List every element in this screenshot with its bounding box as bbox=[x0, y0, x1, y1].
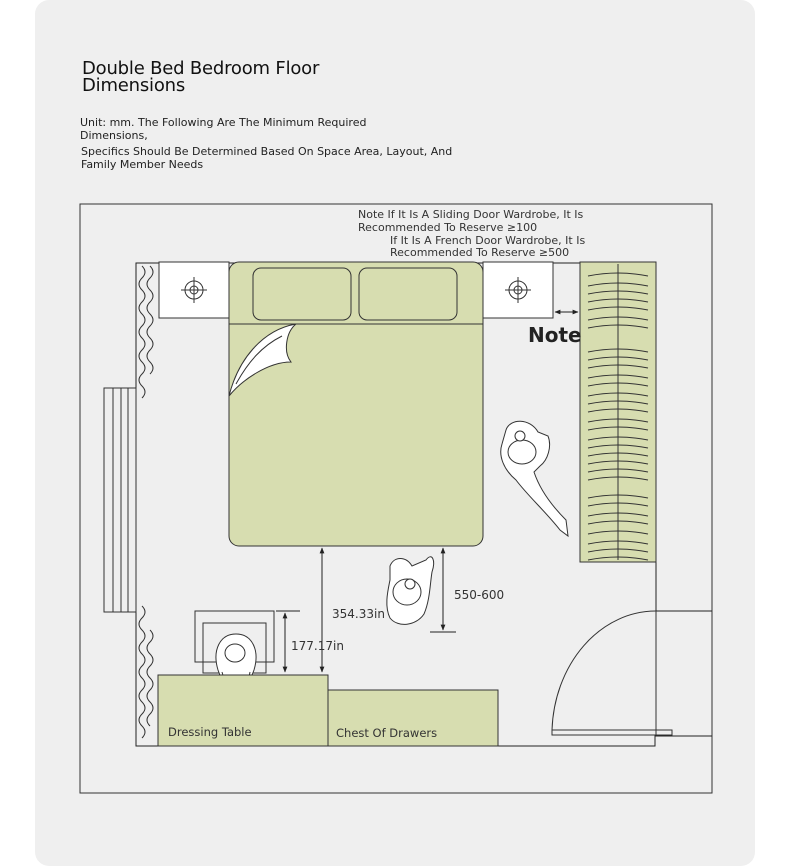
dressing-table-label: Dressing Table bbox=[168, 725, 252, 739]
dim-bed-front-label: 550-600 bbox=[454, 588, 504, 602]
hanger-icon bbox=[587, 364, 649, 369]
hanger-icon bbox=[587, 374, 649, 379]
note-french-line2: Recommended To Reserve ≥500 bbox=[390, 246, 569, 259]
subtitle-unit: Unit: mm. The Following Are The Minimum … bbox=[80, 116, 367, 142]
double-bed bbox=[228, 261, 484, 547]
hanger-icon bbox=[587, 426, 649, 431]
door bbox=[551, 610, 673, 736]
person-right-icon bbox=[500, 420, 569, 538]
subtitle-specifics: Specifics Should Be Determined Based On … bbox=[81, 145, 453, 171]
hanger-icon bbox=[587, 520, 649, 525]
hanger-icon bbox=[587, 392, 649, 397]
hanger-icon bbox=[587, 306, 649, 311]
hanger-icon bbox=[587, 298, 649, 303]
hanger-icon bbox=[587, 502, 649, 507]
person-middle-icon bbox=[386, 556, 435, 625]
hanger-icon bbox=[587, 436, 649, 441]
chest-of-drawers-label: Chest Of Drawers bbox=[336, 726, 437, 740]
note-sliding-line2: Recommended To Reserve ≥100 bbox=[358, 221, 537, 234]
page-title: Double Bed Bedroom Floor Dimensions bbox=[82, 58, 320, 96]
chest-of-drawers bbox=[327, 689, 499, 747]
dressing-table bbox=[157, 674, 329, 747]
note-label: Note bbox=[528, 323, 582, 347]
note-french-line1: If It Is A French Door Wardrobe, It Is bbox=[390, 234, 585, 247]
dim-table-chair bbox=[276, 610, 300, 673]
hanger-icon bbox=[587, 382, 649, 387]
dim-table-chair-label: 177.17in bbox=[291, 639, 344, 653]
curtain-bottom bbox=[138, 605, 154, 739]
hanger-icon bbox=[587, 408, 649, 413]
hanger-icon bbox=[587, 452, 649, 457]
hanger-icon bbox=[587, 494, 649, 499]
bedside-table-right bbox=[482, 261, 554, 319]
hanger-icon bbox=[587, 356, 649, 361]
hanger-icon bbox=[587, 290, 649, 295]
hanger-icon bbox=[587, 530, 649, 535]
hanger-icon bbox=[587, 476, 649, 481]
hanger-icon bbox=[587, 512, 649, 517]
window bbox=[103, 387, 137, 613]
hanger-icon bbox=[587, 272, 649, 277]
hanger-icon bbox=[587, 540, 649, 545]
hanger-icon bbox=[587, 556, 649, 561]
curtain-top bbox=[138, 265, 154, 399]
hanger-icon bbox=[587, 468, 649, 473]
dim-bed-to-table-label: 354.33in bbox=[332, 607, 385, 621]
dim-bed-front bbox=[430, 547, 456, 633]
wardrobe bbox=[579, 261, 657, 563]
hanger-icon bbox=[587, 548, 649, 553]
hanger-icon bbox=[587, 400, 649, 405]
hanger-icon bbox=[587, 316, 649, 321]
bedside-table-left bbox=[158, 261, 230, 319]
hanger-icon bbox=[587, 444, 649, 449]
hanger-icon bbox=[587, 418, 649, 423]
hanger-icon bbox=[587, 282, 649, 287]
outer-boundary bbox=[79, 203, 713, 794]
hanger-icon bbox=[587, 348, 649, 353]
hanger-icon bbox=[587, 324, 649, 329]
hanger-icon bbox=[587, 460, 649, 465]
note-sliding-line1: Note If It Is A Sliding Door Wardrobe, I… bbox=[358, 208, 584, 221]
